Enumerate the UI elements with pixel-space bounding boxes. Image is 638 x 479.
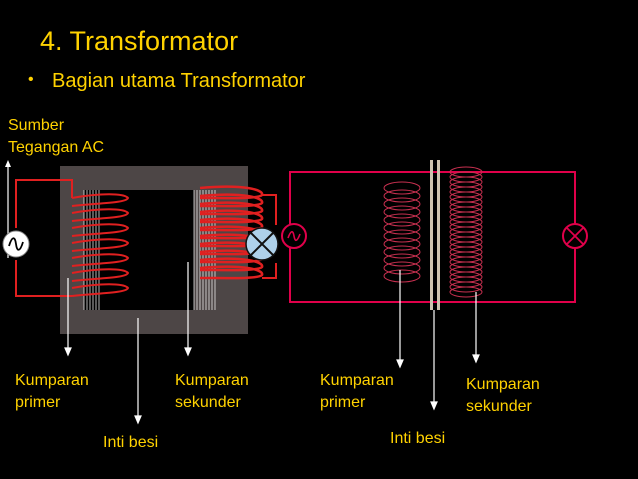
left-primary-label-line1: Kumparan <box>15 372 89 389</box>
right-lamp-cross-icon <box>565 226 585 246</box>
slide-title: 4. Transformator <box>40 26 239 56</box>
left-primary-coil <box>71 193 130 297</box>
left-core-label: Inti besi <box>103 434 159 451</box>
left-primary-label: Kumparan primer <box>15 370 89 414</box>
left-lamp-cross-icon <box>250 232 274 256</box>
bullet-dot: • <box>28 71 34 88</box>
left-secondary-label-line2: sekunder <box>175 394 241 411</box>
left-primary-label-line2: primer <box>15 394 61 411</box>
source-label-line1: Sumber <box>8 117 65 134</box>
bullet-text: Bagian utama Transformator <box>52 70 306 92</box>
right-core-label: Inti besi <box>390 430 446 447</box>
left-transformer <box>2 160 279 334</box>
source-label: Sumber Tegangan AC <box>8 115 104 159</box>
right-secondary-label-line1: Kumparan <box>466 376 540 393</box>
right-secondary-label-line2: sekunder <box>466 398 532 415</box>
left-primary-wires <box>15 179 73 297</box>
pointer-arrows <box>64 262 480 425</box>
right-primary-label-line1: Kumparan <box>320 372 394 389</box>
right-secondary-label: Kumparan sekunder <box>466 374 540 418</box>
left-iron-core <box>60 166 248 334</box>
source-label-line2: Tegangan AC <box>8 139 105 156</box>
right-ac-wave-icon <box>287 230 301 242</box>
right-primary-label-line2: primer <box>320 394 366 411</box>
right-iron-core <box>430 160 433 310</box>
right-transformer <box>281 160 588 310</box>
right-primary-coil <box>383 181 421 283</box>
left-ac-wave-icon <box>8 237 24 251</box>
right-primary-label: Kumparan primer <box>320 370 394 414</box>
left-secondary-wires <box>262 194 277 279</box>
right-secondary-coil <box>449 166 483 298</box>
left-secondary-label: Kumparan sekunder <box>175 370 249 414</box>
left-secondary-label-line1: Kumparan <box>175 372 249 389</box>
